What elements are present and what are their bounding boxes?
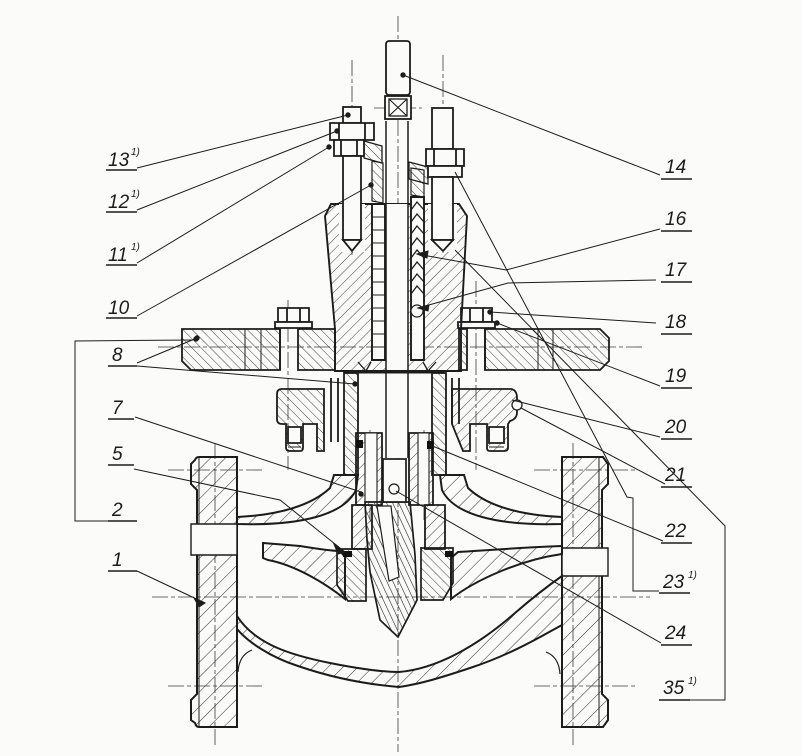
svg-text:14: 14 [665, 157, 686, 178]
svg-text:1: 1 [112, 550, 123, 571]
svg-text:1): 1) [131, 189, 140, 200]
svg-text:24: 24 [664, 623, 686, 644]
svg-text:16: 16 [665, 209, 687, 230]
svg-text:12: 12 [108, 192, 130, 213]
svg-text:1): 1) [131, 147, 140, 158]
svg-text:21: 21 [664, 465, 686, 486]
svg-text:23: 23 [662, 572, 685, 593]
svg-text:35: 35 [663, 678, 685, 699]
svg-text:13: 13 [108, 150, 130, 171]
svg-text:2: 2 [111, 500, 123, 521]
svg-text:1): 1) [688, 570, 697, 581]
svg-text:18: 18 [665, 312, 687, 333]
svg-text:7: 7 [112, 398, 124, 419]
svg-text:11: 11 [108, 245, 128, 266]
svg-text:22: 22 [664, 521, 687, 542]
svg-text:1): 1) [688, 676, 697, 687]
svg-text:20: 20 [664, 417, 687, 438]
svg-text:8: 8 [112, 345, 123, 366]
svg-text:5: 5 [112, 444, 123, 465]
svg-text:1): 1) [131, 242, 140, 253]
svg-text:10: 10 [108, 298, 130, 319]
svg-text:19: 19 [665, 366, 687, 387]
svg-text:17: 17 [665, 260, 688, 281]
